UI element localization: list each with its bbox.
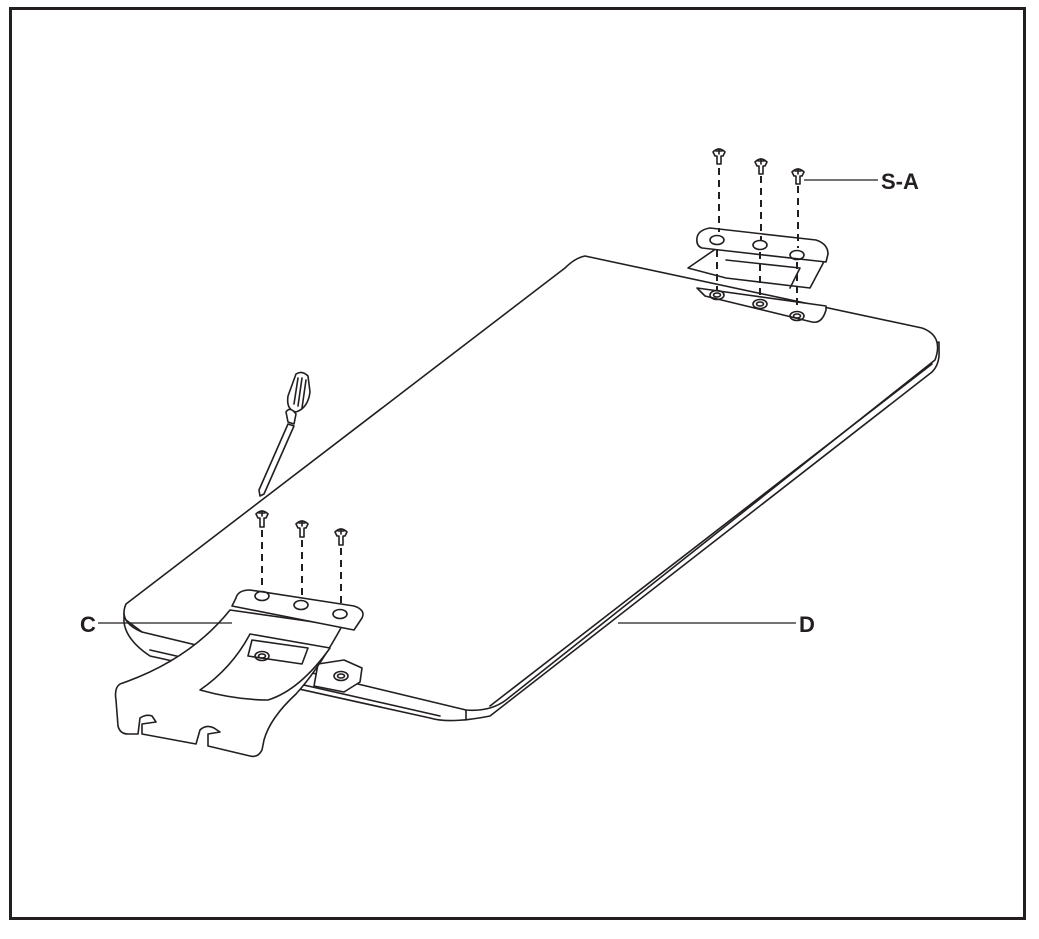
screw-icon <box>712 148 726 165</box>
top-bracket <box>687 227 829 322</box>
screw-icon <box>791 168 805 185</box>
label-text-d: D <box>799 612 815 637</box>
screw-icon <box>334 528 348 546</box>
bracket-c <box>114 589 364 758</box>
screw-icon <box>295 520 309 538</box>
label-s-a: S-A <box>804 169 919 194</box>
bottom-screw-guides <box>261 530 342 608</box>
label-text-s-a: S-A <box>881 169 919 194</box>
top-screw-guides <box>716 168 799 310</box>
screw-icon <box>255 510 269 528</box>
label-d: D <box>618 612 815 637</box>
screw-icon <box>754 158 768 175</box>
label-c: C <box>80 612 232 637</box>
label-text-c: C <box>80 612 96 637</box>
screwdriver-icon <box>258 371 311 497</box>
